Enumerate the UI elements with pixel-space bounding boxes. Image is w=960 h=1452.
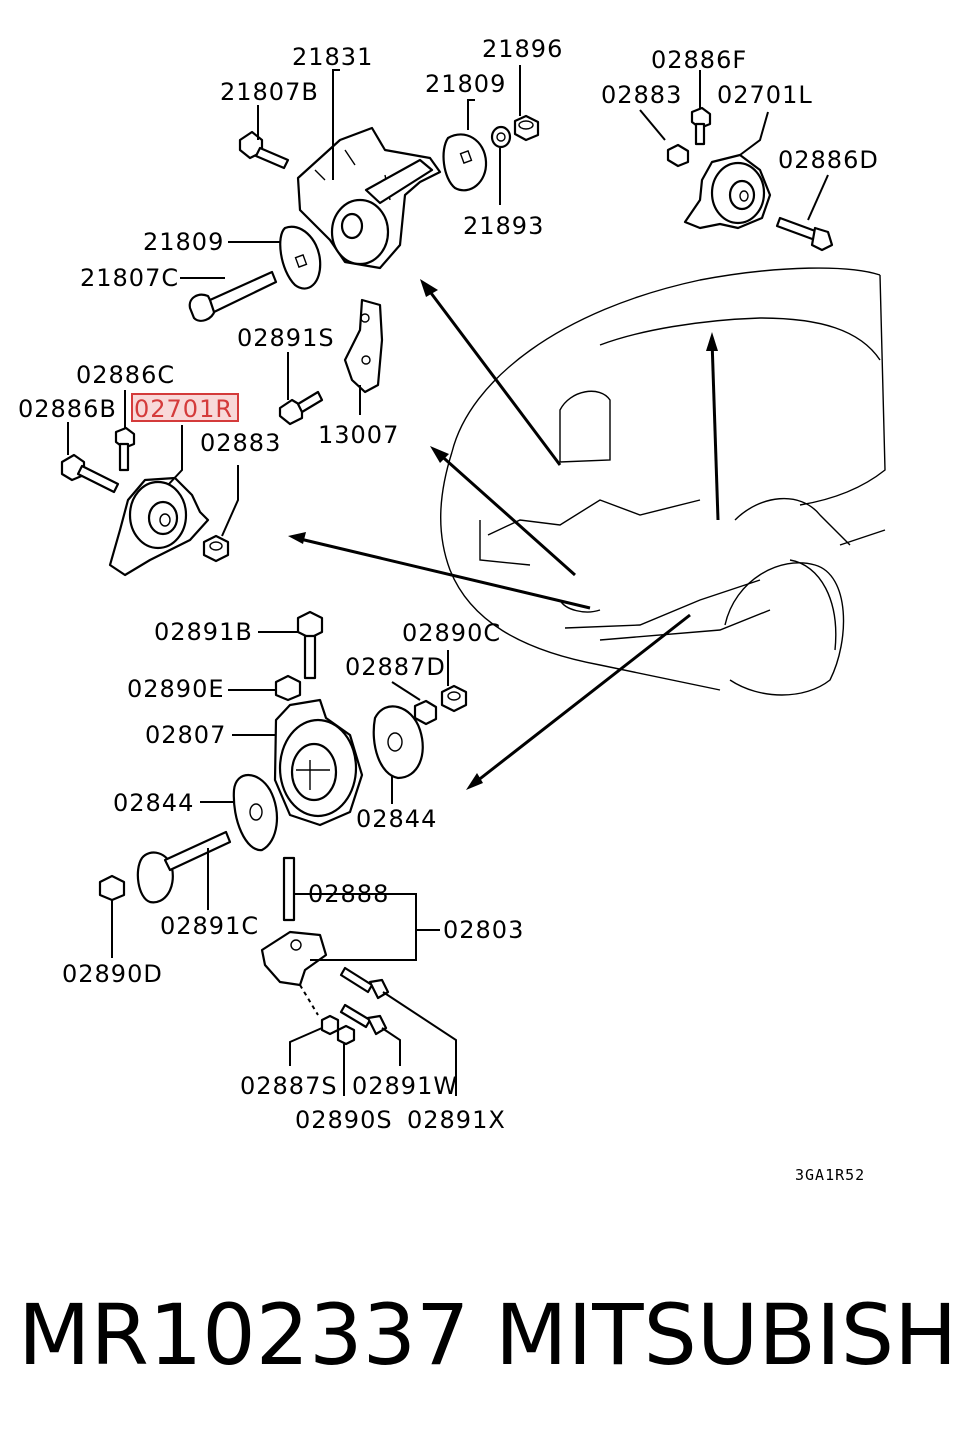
engine-mount-02701R <box>108 476 210 577</box>
footer: MR102337 MITSUBISHI <box>0 1286 960 1396</box>
leader-lines <box>67 65 829 1096</box>
bolt-02886C <box>114 426 136 472</box>
nut-02883-top <box>666 143 690 168</box>
brand-name: MITSUBISHI <box>495 1286 960 1384</box>
label-02844-right: 02844 <box>356 805 437 833</box>
label-02891C: 02891C <box>160 912 259 940</box>
bolt-02891W <box>339 1003 388 1036</box>
label-02883-top: 02883 <box>601 81 682 109</box>
label-02891S: 02891S <box>237 324 335 352</box>
pointer-arrows <box>288 279 720 790</box>
label-02888: 02888 <box>308 880 389 908</box>
bolt-21807C <box>188 270 278 322</box>
nut-02887D <box>413 699 438 726</box>
stud-02888 <box>282 856 296 922</box>
vehicle-body-outline <box>440 267 886 696</box>
label-02890E: 02890E <box>127 675 225 703</box>
label-21896: 21896 <box>482 35 563 63</box>
part-labels: 21831 21896 21807B 21809 21893 21809 218… <box>18 35 879 1184</box>
label-02890S: 02890S <box>295 1106 393 1134</box>
label-21893: 21893 <box>463 212 544 240</box>
label-02890D: 02890D <box>62 960 163 988</box>
nut-02890S <box>336 1024 356 1046</box>
label-02807: 02807 <box>145 721 226 749</box>
label-02701R: 02701R <box>134 395 233 423</box>
stopper-02844-left <box>232 774 278 852</box>
washer-21809-lower <box>279 225 322 290</box>
nut-21896 <box>513 114 540 142</box>
bolt-02891B <box>296 610 324 680</box>
label-02886C: 02886C <box>76 361 175 389</box>
label-02701L: 02701L <box>717 81 813 109</box>
bracket-02803 <box>260 930 328 987</box>
bolt-02891S <box>278 390 324 426</box>
label-02844-left: 02844 <box>113 789 194 817</box>
label-02886B: 02886B <box>18 395 117 423</box>
label-13007: 13007 <box>318 421 399 449</box>
engine-mount-02701L <box>683 153 772 230</box>
label-21831: 21831 <box>292 43 373 71</box>
label-21809-lower: 21809 <box>143 228 224 256</box>
bolt-21807B <box>238 130 290 170</box>
nut-02883-left <box>202 534 230 563</box>
label-02883-left: 02883 <box>200 429 281 457</box>
nut-02887S <box>320 1014 340 1036</box>
bolt-02886D <box>775 216 834 252</box>
bolt-02891C <box>136 830 232 904</box>
label-21809-top: 21809 <box>425 70 506 98</box>
stopper-02844-right <box>372 705 424 780</box>
label-02886D: 02886D <box>778 146 879 174</box>
engine-mount-02807 <box>273 698 364 827</box>
label-21807B: 21807B <box>220 78 319 106</box>
washer-21893 <box>490 125 512 149</box>
nut-02890D <box>98 874 126 902</box>
bolt-02891X <box>339 966 390 1000</box>
label-02891W: 02891W <box>352 1072 458 1100</box>
label-02803: 02803 <box>443 916 524 944</box>
label-02891B: 02891B <box>154 618 253 646</box>
bolt-02886F <box>690 106 712 146</box>
diagram-code: 3GA1R52 <box>795 1166 865 1184</box>
washer-21809-top <box>442 133 488 192</box>
label-02891X: 02891X <box>407 1106 506 1134</box>
label-21807C: 21807C <box>80 264 179 292</box>
label-02890C: 02890C <box>402 619 501 647</box>
label-02887D: 02887D <box>345 653 446 681</box>
label-02886F: 02886F <box>651 46 747 74</box>
label-02887S: 02887S <box>240 1072 338 1100</box>
part-number: MR102337 <box>18 1286 470 1384</box>
bracket-13007 <box>343 298 384 394</box>
nut-02890C <box>440 684 468 713</box>
highlight-box-02701R <box>131 393 239 422</box>
nut-02890E <box>274 674 302 702</box>
engine-mount-bracket-21831 <box>296 126 442 270</box>
bolt-02886B <box>60 453 120 494</box>
